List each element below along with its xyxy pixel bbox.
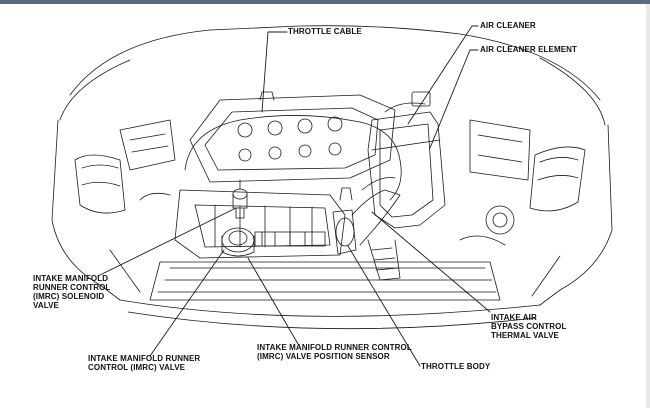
leader-air-cleaner	[407, 25, 479, 125]
label-air-cleaner-element: AIR CLEANER ELEMENT	[480, 45, 578, 54]
imrc-valve	[221, 227, 255, 257]
label-imrc-valve: INTAKE MANIFOLD RUNNER CONTROL (IMRC) VA…	[88, 354, 201, 372]
leader-bypass-valve	[371, 211, 491, 313]
vehicle-body-outline	[51, 25, 613, 330]
label-imrc-position-sensor: INTAKE MANIFOLD RUNNER CONTROL (IMRC) VA…	[257, 343, 412, 361]
leader-imrc-valve	[149, 249, 225, 357]
leader-air-cleaner-element	[429, 49, 479, 149]
throttle-cable-line	[184, 115, 402, 201]
imrc-solenoid-valve	[232, 179, 248, 219]
radiator	[149, 261, 501, 301]
leader-throttle-body	[347, 245, 421, 367]
window-top-bar	[0, 0, 650, 4]
page-edge	[646, 4, 650, 408]
label-throttle-cable: THROTTLE CABLE	[288, 27, 362, 36]
label-imrc-solenoid-valve: INTAKE MANIFOLD RUNNER CONTROL (IMRC) SO…	[33, 274, 111, 310]
leader-imrc-sensor	[247, 257, 299, 345]
leader-throttle-cable	[261, 31, 288, 113]
valve-cover	[189, 91, 396, 183]
label-air-cleaner: AIR CLEANER	[480, 21, 536, 30]
intake-manifold	[174, 189, 346, 259]
engine-bay-detail	[119, 119, 531, 246]
label-intake-air-bypass: INTAKE AIR BYPASS CONTROL THERMAL VALVE	[491, 313, 567, 340]
leader-lines	[97, 25, 491, 367]
air-cleaner-housing	[367, 91, 446, 229]
headlight-right	[529, 146, 586, 212]
throttle-body-part	[332, 187, 357, 255]
intake-air-duct	[351, 177, 401, 281]
headlight-left	[74, 154, 126, 214]
label-throttle-body: THROTTLE BODY	[421, 362, 491, 371]
leader-imrc-solenoid	[97, 207, 237, 277]
